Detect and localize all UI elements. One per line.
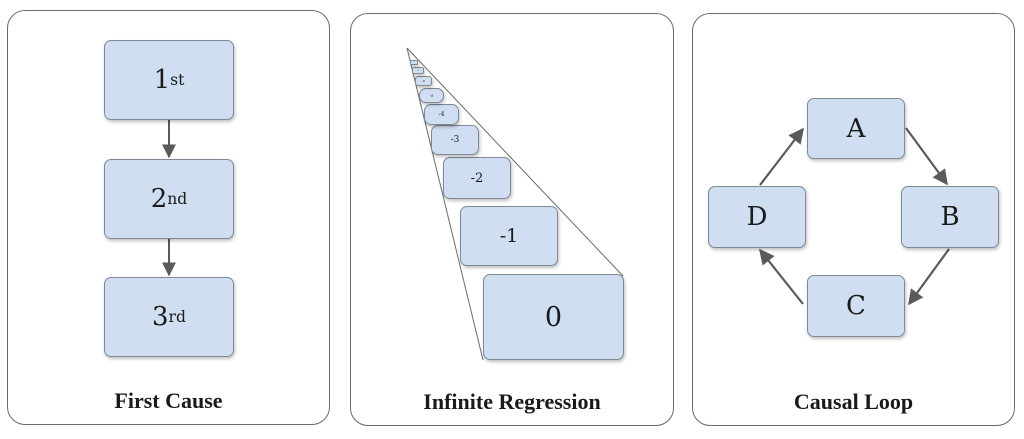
causal-loop-title: Causal Loop (793, 389, 914, 414)
arrow-a-to-b (905, 127, 948, 186)
node-minus-6: -6 (415, 76, 432, 86)
node-3rd-suffix: rd (168, 308, 186, 326)
arrow-d-to-a (759, 127, 804, 186)
node-c: C (807, 275, 905, 337)
node-0: 0 (483, 274, 624, 360)
node-1st-base: 1 (153, 65, 171, 95)
node-b: B (901, 186, 999, 248)
causal-loop-panel: A B C D Causal Loop (692, 13, 1015, 426)
node-minus-8: -8 (410, 60, 418, 65)
node-minus-1: -1 (460, 206, 558, 266)
node-minus-4: -4 (424, 104, 459, 125)
infinite-regression-title: Infinite Regression (423, 389, 601, 414)
node-minus-7: -7 (412, 67, 424, 74)
cone-right-edge (406, 47, 624, 277)
arrow-b-to-c (908, 248, 950, 306)
first-cause-arrows (162, 120, 176, 277)
node-minus-3: -3 (431, 125, 479, 155)
first-cause-title: First Cause (114, 388, 223, 413)
node-minus-5: -5 (419, 88, 444, 103)
infinite-regression-panel: 0 -1 -2 -3 -4 -5 -6 -7 -8 Infinite Regre… (350, 13, 674, 426)
node-3rd-base: 3 (152, 302, 169, 332)
node-a: A (807, 98, 905, 159)
node-1st-suffix: st (170, 71, 185, 89)
node-minus-2: -2 (443, 157, 511, 199)
arrow-c-to-d (759, 248, 804, 305)
node-2nd-suffix: nd (167, 190, 188, 208)
node-d: D (708, 186, 806, 248)
causal-loop-arrows (759, 127, 950, 306)
node-2nd-base: 2 (150, 184, 168, 214)
